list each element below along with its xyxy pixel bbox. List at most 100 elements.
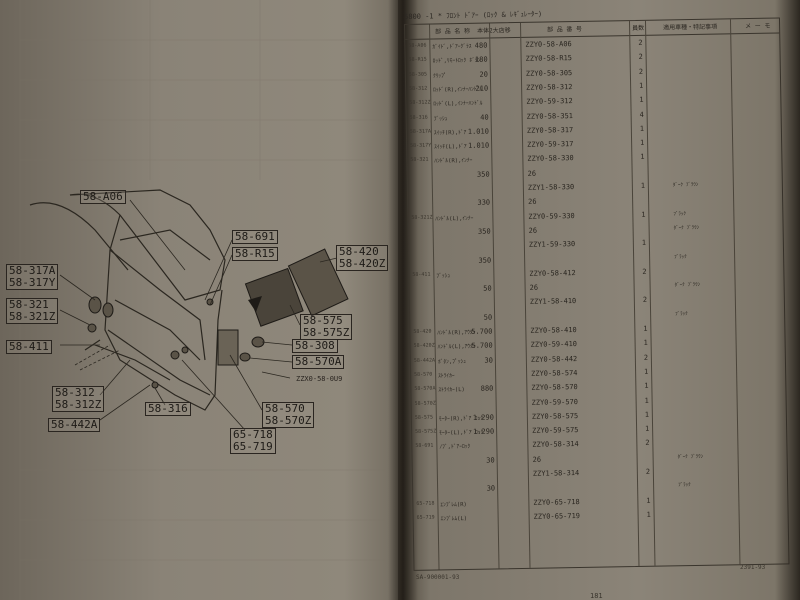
row-part-number: ZZY0-58-575: [531, 411, 579, 421]
footer-page-number: 181: [590, 592, 603, 600]
row-quantity: 2: [638, 67, 644, 76]
row-part-number: ZZY0-58-351: [526, 111, 574, 121]
row-description: ﾊﾝﾄﾞﾙ(L),ｲﾝﾅｰ: [435, 215, 474, 223]
header-memo: メ ー モ: [745, 22, 771, 31]
row-part-number: ZZY1-59-330: [528, 240, 576, 250]
row-part-number: ZZY0-58-314: [532, 440, 579, 450]
row-part-number: ZZY0-58-330: [527, 154, 574, 164]
row-code: 58-411: [412, 271, 431, 278]
row-code: 58-R15: [408, 56, 427, 64]
row-part-number: 26: [528, 226, 538, 235]
row-part-number: ZZY1-58-314: [532, 469, 580, 478]
callout-58-a06: 58-A06: [80, 190, 126, 204]
row-code: 58-317A: [409, 128, 432, 135]
row-quantity: 1: [641, 210, 646, 219]
row-price: 210: [475, 84, 489, 93]
row-code: 58-305: [408, 71, 427, 78]
footer-catalog-code: SA-900001-93: [416, 574, 460, 581]
row-note: ﾌﾞﾗｯｸ: [678, 482, 691, 489]
row-part-number: ZZY0-59-317: [527, 140, 574, 149]
row-price: 480: [474, 41, 488, 50]
row-price: 1.290: [472, 413, 494, 422]
row-description: ｴﾝﾌﾞﾚﾑ(L): [440, 515, 468, 523]
row-code: 65-719: [416, 514, 435, 521]
row-note: ﾀﾞｰｸ ﾌﾞﾗｳﾝ: [677, 453, 704, 460]
row-part-number: 26: [527, 169, 537, 178]
row-price: 5.700: [471, 341, 493, 351]
row-quantity: 2: [638, 53, 643, 62]
row-price: 1.010: [467, 127, 489, 136]
door-exploded-diagram: [19, 0, 391, 600]
row-code: 58-420Z: [413, 342, 435, 350]
book-gutter-shadow: [388, 0, 418, 600]
row-quantity: 1: [644, 381, 649, 391]
row-note: ﾌﾞﾗｯｸ: [673, 210, 686, 217]
row-code: 58-312: [409, 85, 428, 92]
row-price: 30: [486, 456, 495, 465]
row-quantity: 1: [639, 124, 645, 133]
callout-58-570a: 58-570A: [292, 355, 345, 369]
row-code: 58-317Y: [410, 142, 432, 150]
row-code: 58-570: [414, 371, 433, 378]
row-price: [453, 370, 493, 371]
row-price: 5.700: [471, 327, 493, 336]
row-part-number: ZZY0-58-410: [530, 326, 577, 335]
row-description: ｸﾘｯﾌﾟ: [432, 72, 447, 80]
row-part-number: ZZY0-58-R15: [525, 54, 573, 64]
header-quantity: 員数: [632, 24, 645, 33]
row-code: 58-442A: [413, 357, 436, 364]
row-price: [452, 299, 492, 300]
row-quantity: 1: [646, 510, 651, 519]
row-part-number: ZZY0-58-570: [531, 383, 578, 393]
callout-58-411: 58-411: [6, 340, 52, 354]
footer-reference: 2391-93: [740, 564, 766, 571]
row-quantity: 2: [645, 439, 650, 448]
row-quantity: 1: [641, 238, 647, 248]
right-page-parts-list: [398, 0, 800, 600]
row-quantity: 1: [643, 324, 648, 333]
row-note: ﾌﾞﾗｯｸ: [675, 310, 688, 317]
row-part-number: ZZY1-58-410: [529, 297, 577, 307]
row-quantity: 1: [639, 96, 644, 105]
row-description: ﾛｯﾄﾞ(L),ｲﾝﾅｰﾊﾝﾄﾞﾙ: [433, 100, 483, 108]
header-part-number: 部 品 番 号: [547, 25, 583, 34]
header-notes: 適用車種・特記事項: [663, 23, 718, 32]
row-price: 40: [480, 113, 489, 122]
callout-58-r15: 58-R15: [232, 247, 278, 261]
row-part-number: ZZY0-65-718: [533, 497, 580, 507]
row-part-number: ZZY0-59-570: [531, 397, 579, 407]
row-price: 330: [477, 198, 491, 208]
row-note: ﾀﾞｰｸ ﾌﾞﾗｳﾝ: [674, 281, 701, 289]
row-price: 1.290: [472, 427, 495, 436]
row-quantity: 1: [644, 410, 650, 419]
header-price: 本体2大店移: [477, 27, 511, 35]
row-part-number: 26: [528, 198, 537, 207]
row-code: 58-316: [409, 114, 428, 121]
row-price: [450, 185, 490, 186]
row-quantity: 4: [639, 110, 644, 119]
row-code: 58-321: [410, 156, 429, 164]
row-code: 58-A06: [408, 42, 427, 49]
row-price: 350: [476, 170, 490, 179]
header-part-name: 部 品 名 称: [435, 27, 471, 36]
row-price: [451, 242, 491, 243]
row-part-number: ZZY0-58-317: [526, 125, 574, 135]
row-code: 58-691: [415, 442, 434, 450]
row-note: ﾀﾞｰｸ ﾌﾞﾗｳﾝ: [672, 181, 699, 189]
row-description: ｽﾄﾗｲｶｰ: [438, 373, 455, 380]
row-quantity: 1: [639, 81, 644, 90]
callout-58-308: 58-308: [292, 339, 338, 353]
row-part-number: ZZY1-58-330: [527, 183, 575, 192]
row-quantity: 1: [640, 138, 645, 147]
row-price: 350: [478, 256, 492, 265]
row-part-number: ZZY0-59-575: [532, 426, 579, 435]
row-description: ｴﾝﾌﾞﾚﾑ(R): [440, 501, 467, 509]
row-quantity: 2: [643, 353, 649, 362]
